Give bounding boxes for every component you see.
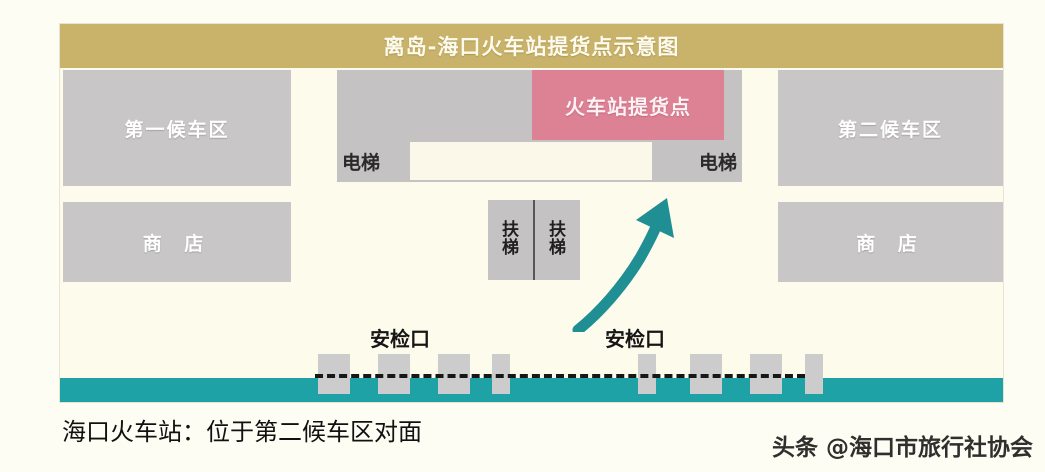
- escalator-left-label-line2: 梯: [502, 238, 519, 258]
- escalator-left: 扶 梯: [488, 200, 533, 280]
- elevator-left-label: 电梯: [342, 151, 381, 174]
- diagram-title-bar: 离岛-海口火车站提货点示意图: [60, 24, 1003, 68]
- pickup-point-label: 火车站提货点: [565, 95, 691, 119]
- platform-dashed-line: [315, 374, 805, 378]
- pickup-point-block: 火车站提货点: [532, 70, 724, 141]
- security-check-right-label: 安检口: [605, 327, 665, 351]
- station-floor-plan: 离岛-海口火车站提货点示意图 第一候车区 商 店 第二候车区 商 店 火车站提货…: [60, 24, 1003, 402]
- security-gate: [805, 354, 823, 394]
- room-waiting-area-1-label: 第一候车区: [124, 118, 230, 141]
- escalator-right-label-line1: 扶: [549, 220, 566, 241]
- room-shop-right: 商 店: [778, 202, 1003, 282]
- room-waiting-area-2: 第二候车区: [778, 70, 1003, 186]
- watermark-text: 头条 @海口市旅行社协会: [771, 435, 1033, 461]
- escalator-group: 扶 梯 扶 梯: [488, 200, 580, 280]
- elevator-right-label: 电梯: [698, 151, 737, 174]
- room-shop-left-label: 商 店: [142, 232, 212, 255]
- escalator-left-label-line1: 扶: [502, 220, 519, 241]
- platform-strip: [60, 378, 1003, 402]
- room-waiting-area-1: 第一候车区: [63, 70, 291, 186]
- curved-up-right-arrow-icon: [572, 198, 674, 332]
- caption-text: 海口火车站：位于第二候车区对面: [62, 418, 422, 446]
- escalator-right-label-line2: 梯: [549, 238, 566, 258]
- page-title: 离岛-海口火车站提货点示意图: [383, 35, 680, 59]
- room-waiting-area-2-label: 第二候车区: [837, 118, 943, 141]
- security-check-left-label: 安检口: [370, 327, 430, 351]
- escalator-right: 扶 梯: [533, 200, 580, 280]
- room-shop-left: 商 店: [63, 202, 291, 282]
- elevator-corridor: [410, 142, 652, 180]
- security-gate-row: [60, 354, 1003, 402]
- room-shop-right-label: 商 店: [856, 232, 925, 255]
